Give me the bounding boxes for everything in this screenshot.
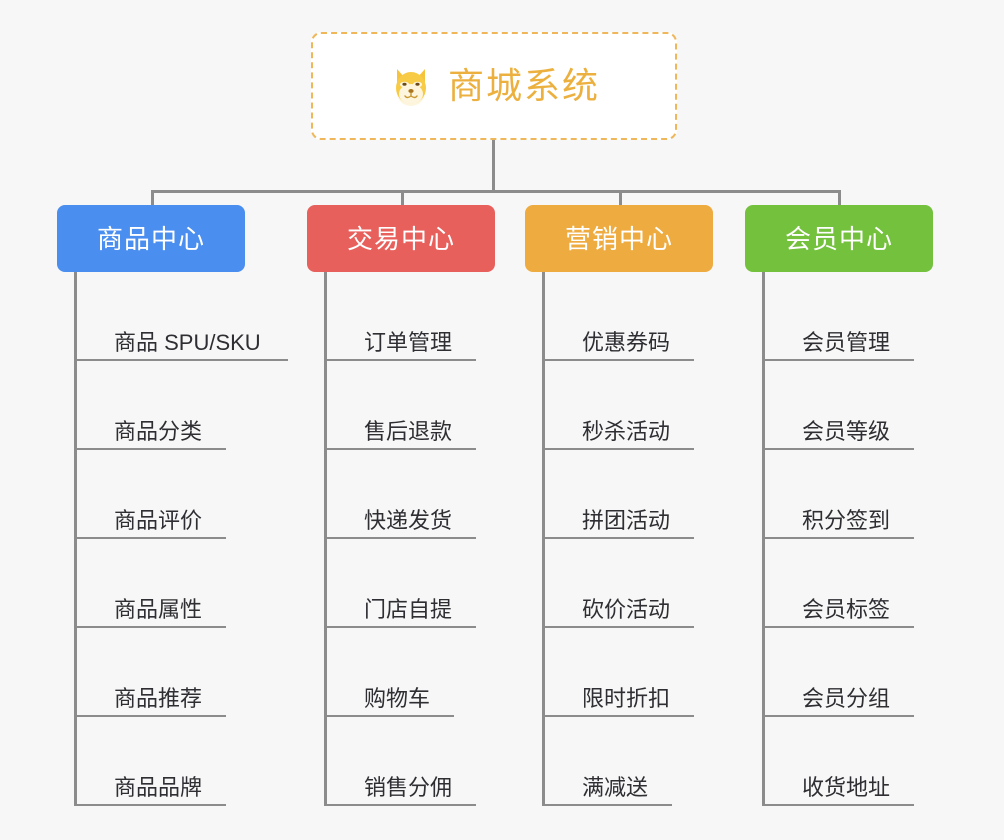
branch-header-2[interactable]: 交易中心	[307, 205, 495, 272]
branch-header-4[interactable]: 会员中心	[745, 205, 933, 272]
branch-label: 交易中心	[346, 223, 455, 254]
leaf-underline	[324, 804, 476, 806]
leaf-item[interactable]: 商品推荐	[74, 628, 304, 717]
leaf-label: 订单管理	[364, 330, 453, 355]
branch-header-1[interactable]: 商品中心	[57, 205, 245, 272]
leaf-underline	[74, 626, 226, 628]
leaf-underline	[762, 537, 914, 539]
root-title: 商城系统	[447, 65, 600, 106]
leaf-label: 满减送	[582, 775, 649, 800]
leaf-underline	[542, 715, 694, 717]
connector-drop-branch-1	[151, 190, 154, 210]
column-spine	[324, 272, 327, 806]
leaf-label: 拼团活动	[582, 508, 671, 533]
leaf-underline	[74, 448, 226, 450]
column-spine	[74, 272, 77, 806]
leaf-underline	[542, 804, 672, 806]
leaf-item[interactable]: 快递发货	[324, 450, 554, 539]
leaf-label: 限时折扣	[582, 686, 671, 711]
leaf-underline	[542, 448, 694, 450]
leaf-item[interactable]: 积分签到	[762, 450, 992, 539]
root-node[interactable]: 商城系统	[311, 32, 677, 140]
leaf-label: 商品分类	[114, 419, 203, 444]
leaf-label: 秒杀活动	[582, 419, 671, 444]
leaf-label: 快递发货	[364, 508, 453, 533]
leaf-item[interactable]: 商品分类	[74, 361, 304, 450]
leaf-underline	[74, 804, 226, 806]
leaf-underline	[324, 537, 476, 539]
leaf-item[interactable]: 拼团活动	[542, 450, 772, 539]
leaf-label: 优惠券码	[582, 330, 671, 355]
leaf-item[interactable]: 限时折扣	[542, 628, 772, 717]
leaf-column-3: 优惠券码秒杀活动拼团活动砍价活动限时折扣满减送	[542, 272, 772, 806]
leaf-column-4: 会员管理会员等级积分签到会员标签会员分组收货地址	[762, 272, 992, 806]
leaf-item[interactable]: 砍价活动	[542, 539, 772, 628]
leaf-label: 收货地址	[802, 775, 891, 800]
leaf-label: 会员管理	[802, 330, 891, 355]
leaf-item[interactable]: 销售分佣	[324, 717, 554, 806]
leaf-underline	[74, 537, 226, 539]
connector-drop-branch-3	[619, 190, 622, 210]
leaf-item[interactable]: 会员分组	[762, 628, 992, 717]
branch-label: 营销中心	[564, 223, 673, 254]
leaf-item[interactable]: 满减送	[542, 717, 772, 806]
leaf-label: 售后退款	[364, 419, 453, 444]
connector-drop-branch-2	[401, 190, 404, 210]
leaf-item[interactable]: 订单管理	[324, 272, 554, 361]
leaf-underline	[762, 626, 914, 628]
leaf-column-2: 订单管理售后退款快递发货门店自提购物车销售分佣	[324, 272, 554, 806]
leaf-item[interactable]: 秒杀活动	[542, 361, 772, 450]
leaf-underline	[324, 359, 476, 361]
leaf-label: 商品属性	[114, 597, 203, 622]
leaf-label: 商品评价	[114, 508, 203, 533]
leaf-item[interactable]: 商品评价	[74, 450, 304, 539]
leaf-item[interactable]: 收货地址	[762, 717, 992, 806]
leaf-underline	[542, 626, 694, 628]
leaf-item[interactable]: 门店自提	[324, 539, 554, 628]
leaf-item[interactable]: 购物车	[324, 628, 554, 717]
leaf-label: 砍价活动	[582, 597, 671, 622]
leaf-item[interactable]: 优惠券码	[542, 272, 772, 361]
leaf-label: 商品 SPU/SKU	[114, 330, 261, 355]
leaf-item[interactable]: 会员标签	[762, 539, 992, 628]
leaf-underline	[762, 715, 914, 717]
leaf-underline	[74, 715, 226, 717]
column-spine	[762, 272, 765, 806]
leaf-underline	[324, 626, 476, 628]
connector-horizontal-bus	[151, 190, 840, 193]
leaf-underline	[542, 537, 694, 539]
leaf-underline	[324, 448, 476, 450]
leaf-underline	[762, 448, 914, 450]
column-spine	[542, 272, 545, 806]
leaf-label: 销售分佣	[364, 775, 453, 800]
leaf-column-1: 商品 SPU/SKU 商品分类商品评价商品属性商品推荐商品品牌	[74, 272, 304, 806]
leaf-label: 商品品牌	[114, 775, 203, 800]
leaf-item[interactable]: 会员等级	[762, 361, 992, 450]
leaf-underline	[762, 804, 914, 806]
branch-header-3[interactable]: 营销中心	[525, 205, 713, 272]
leaf-label: 购物车	[364, 686, 431, 711]
leaf-item[interactable]: 商品 SPU/SKU	[74, 272, 304, 361]
branch-label: 商品中心	[96, 223, 205, 254]
leaf-label: 会员等级	[802, 419, 891, 444]
leaf-underline	[324, 715, 454, 717]
leaf-item[interactable]: 会员管理	[762, 272, 992, 361]
connector-drop-branch-4	[838, 190, 841, 210]
leaf-underline	[762, 359, 914, 361]
connector-root-stem	[492, 140, 495, 192]
leaf-label: 商品推荐	[114, 686, 203, 711]
leaf-underline	[74, 359, 288, 361]
leaf-item[interactable]: 商品属性	[74, 539, 304, 628]
leaf-item[interactable]: 商品品牌	[74, 717, 304, 806]
leaf-label: 积分签到	[802, 508, 891, 533]
branch-label: 会员中心	[784, 223, 893, 254]
leaf-item[interactable]: 售后退款	[324, 361, 554, 450]
leaf-label: 门店自提	[364, 597, 453, 622]
shiba-dog-face-icon	[388, 63, 434, 109]
leaf-underline	[542, 359, 694, 361]
leaf-label: 会员标签	[802, 597, 891, 622]
leaf-label: 会员分组	[802, 686, 891, 711]
